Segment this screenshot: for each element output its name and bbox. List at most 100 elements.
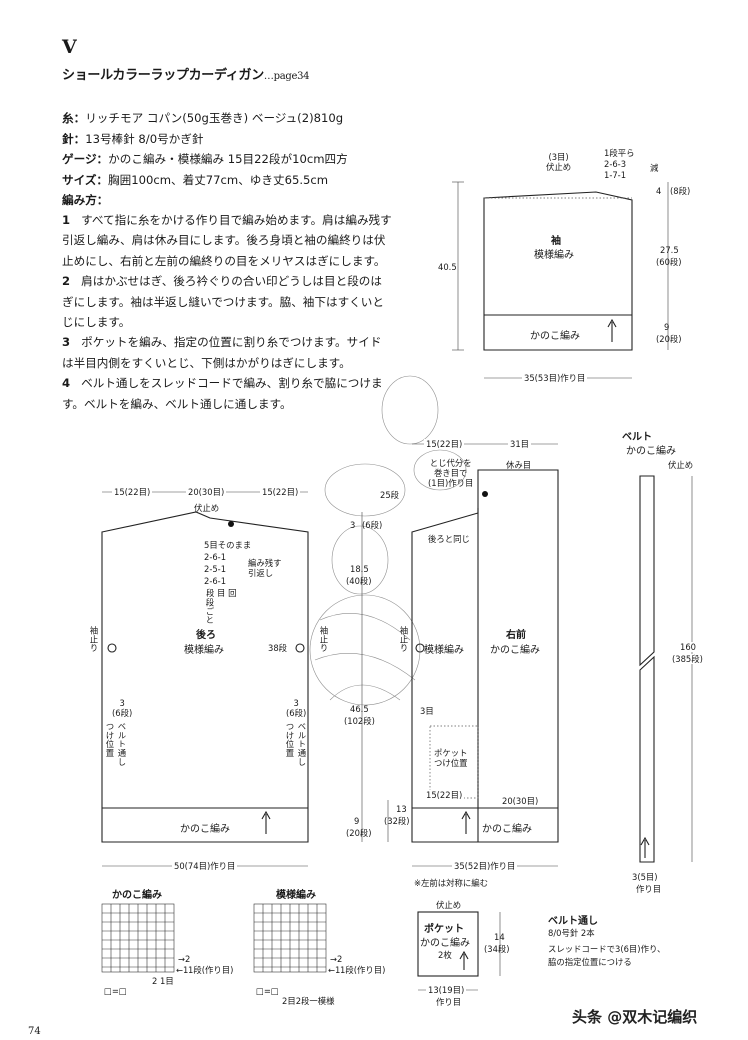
belt-pattern: かのこ編み xyxy=(626,446,676,457)
page-title: ショールカラーラップカーディガン…page34 xyxy=(62,64,310,83)
front-same-back: 後ろと同じ xyxy=(428,534,470,544)
front-cast-on: 35(52目)作り目 xyxy=(452,861,518,872)
sleeve-top-dim: 4 xyxy=(656,186,662,196)
back-bind-off: 伏止め xyxy=(194,503,220,513)
back-band: かのこ編み xyxy=(180,824,230,835)
front-right-width: 20(30目) xyxy=(500,796,541,807)
back-belt-pos-left: ベルト通し つけ位置 xyxy=(105,722,127,767)
chart-pattern-stitch: 2目2段一模様 xyxy=(282,996,335,1006)
step-4: 4 ベルト通しをスレッドコードで編み、割り糸で脇につけます。ベルトを編み、ベルト… xyxy=(62,376,383,411)
chart-kanoko-grid xyxy=(101,903,175,973)
sleeve-band: かのこ編み xyxy=(530,331,580,342)
center-dim-46-rows: (102段) xyxy=(344,716,375,726)
back-top-left: 15(22目) xyxy=(112,487,153,498)
chart-kanoko-stitch: 2 1目 xyxy=(152,976,174,986)
back-pattern: 模様編み xyxy=(184,645,224,656)
front-name: 右前 xyxy=(506,630,526,641)
belt-bind-off: 伏止め xyxy=(668,460,694,470)
back-shoulder-cols: 段 目 回 xyxy=(206,588,237,598)
pocket-cast-on: 作り目 xyxy=(436,997,462,1007)
front-left-rows: (32段) xyxy=(384,816,410,826)
center-dim-3: 3 xyxy=(350,520,356,530)
watermark: 头条 @双木记编织 xyxy=(572,1008,698,1026)
material-size: サイズ：胸囲100cm、着丈77cm、ゆき丈65.5cm xyxy=(62,172,329,187)
sleeve-cast-on: 35(53目)作り目 xyxy=(522,373,588,384)
chart-kanoko-legend: □=□ xyxy=(104,986,127,996)
center-dim-9: 9 xyxy=(354,816,360,826)
title-text: ショールカラーラップカーディガン xyxy=(62,68,264,83)
belt-cast-on: 作り目 xyxy=(636,884,662,894)
back-belt-pos-right: ベルト通し つけ位置 xyxy=(285,722,307,767)
pocket-count: 2枚 xyxy=(438,950,452,960)
sleeve-pattern: 模様編み xyxy=(534,250,574,261)
center-dim-9-rows: (20段) xyxy=(346,828,372,838)
front-pattern: かのこ編み xyxy=(490,645,540,656)
sleeve-top-rows: (8段) xyxy=(670,186,691,196)
front-left-dim: 13 xyxy=(396,804,407,814)
sleeve-bot-dim: 9 xyxy=(664,322,670,332)
back-shoulder-row-2: 2-6-1 xyxy=(204,552,227,562)
chart-pattern-grid xyxy=(253,903,327,973)
pocket-rows: (34段) xyxy=(484,944,510,954)
front-band: かのこ編み xyxy=(482,824,532,835)
front-rows-25: 25段 xyxy=(380,490,400,500)
sleeve-mid-rows: (60段) xyxy=(656,257,682,267)
back-cast-on: 50(74目)作り目 xyxy=(172,861,238,872)
back-short-rows: 編み残す 引返し xyxy=(248,558,282,579)
chart-kanoko-arrow-2: →2 xyxy=(178,954,191,964)
instructions-heading: 編み方： xyxy=(62,193,109,207)
material-yarn: 糸：リッチモア コパン(50g玉巻き) ベージュ(2)810g xyxy=(62,111,344,125)
sleeve-dec-title: 1段平ら xyxy=(604,148,635,158)
back-belt-right-dim: 3 (6段) xyxy=(286,698,307,719)
chart-pattern-arrow-1: ←1 xyxy=(328,965,341,975)
center-dim-3-rows: (6段) xyxy=(362,520,383,530)
pocket-height: 14 xyxy=(494,932,505,942)
belt-width: 3(5目) xyxy=(632,872,658,882)
sleeve-name: 袖 xyxy=(551,236,561,247)
back-shoulder-every: 段ごと xyxy=(205,598,215,625)
page-reference: …page34 xyxy=(263,71,310,82)
sleeve-dec-row-2: 1-7-1 xyxy=(604,170,627,180)
material-needles: 針：13号棒針 8/0号かぎ針 xyxy=(62,131,204,146)
front-top-left: 15(22目) xyxy=(424,439,465,450)
belt-loop-desc-2: 脇の指定位置につける xyxy=(548,957,632,967)
belt-loop-desc-1: スレッドコードで3(6目)作り、 xyxy=(548,944,666,954)
step-1: 1 すべて指に糸をかける作り目で編み始めます。肩は編み残す引返し編み、肩は休み目… xyxy=(62,213,392,268)
back-top-mid: 20(30目) xyxy=(186,487,227,498)
back-shoulder-row-3: 2-5-1 xyxy=(204,564,227,574)
pocket-width: 13(19目) xyxy=(426,985,467,996)
front-rest: 休み目 xyxy=(506,460,532,470)
sleeve-bot-rows: (20段) xyxy=(656,334,682,344)
materials-list: 糸：リッチモア コパン(50g玉巻き) ベージュ(2)810g 針：13号棒針 … xyxy=(62,108,348,211)
chart-kanoko-title: かのこ編み xyxy=(112,890,162,901)
background-illustration xyxy=(309,375,467,706)
back-mark-38: 38段 xyxy=(268,643,288,653)
back-side-stop-right: 袖止り xyxy=(319,626,329,653)
belt-loop-title: ベルト通し xyxy=(548,916,598,927)
pocket-pattern: かのこ編み xyxy=(420,938,470,949)
chart-pattern-row-label: 1段(作り目) xyxy=(340,965,386,975)
back-shoulder-row-1: 5目そのまま xyxy=(204,540,252,550)
belt-title: ベルト xyxy=(622,432,652,443)
front-note: とじ代分を 巻き目で (1目)作り目 xyxy=(428,458,474,489)
center-dim-18: 18.5 xyxy=(350,564,369,574)
steps-list: 1 すべて指に糸をかける作り目で編み始めます。肩は編み残す引返し編み、肩は休み目… xyxy=(62,210,392,414)
center-dim-18-rows: (40段) xyxy=(346,576,372,586)
step-3: 3 ポケットを編み、指定の位置に割り糸でつけます。サイドは半目内側をすくいとじ、… xyxy=(62,335,382,370)
sleeve-dec-row-1: 2-6-3 xyxy=(604,159,627,169)
pocket-bind-off: 伏止め xyxy=(436,900,462,910)
back-shoulder-row-4: 2-6-1 xyxy=(204,576,227,586)
front-side-stop: 袖止り xyxy=(399,626,409,653)
front-pocket-pos: ポケット つけ位置 xyxy=(434,748,468,769)
chart-kanoko-row-label: 1段(作り目) xyxy=(188,965,234,975)
front-mirror-note: ※左前は対称に編む xyxy=(414,878,489,888)
front-pocket-width: 15(22目) xyxy=(424,790,465,801)
chart-kanoko-arrow-1: ←1 xyxy=(176,965,189,975)
back-side-stop-left: 袖止り xyxy=(89,626,99,653)
front-three: 3目 xyxy=(420,706,434,716)
sleeve-height: 40.5 xyxy=(438,262,457,272)
belt-rows: (385段) xyxy=(672,654,703,665)
sleeve-mid-dim: 27.5 xyxy=(660,245,679,255)
page-number: 74 xyxy=(28,1026,41,1037)
